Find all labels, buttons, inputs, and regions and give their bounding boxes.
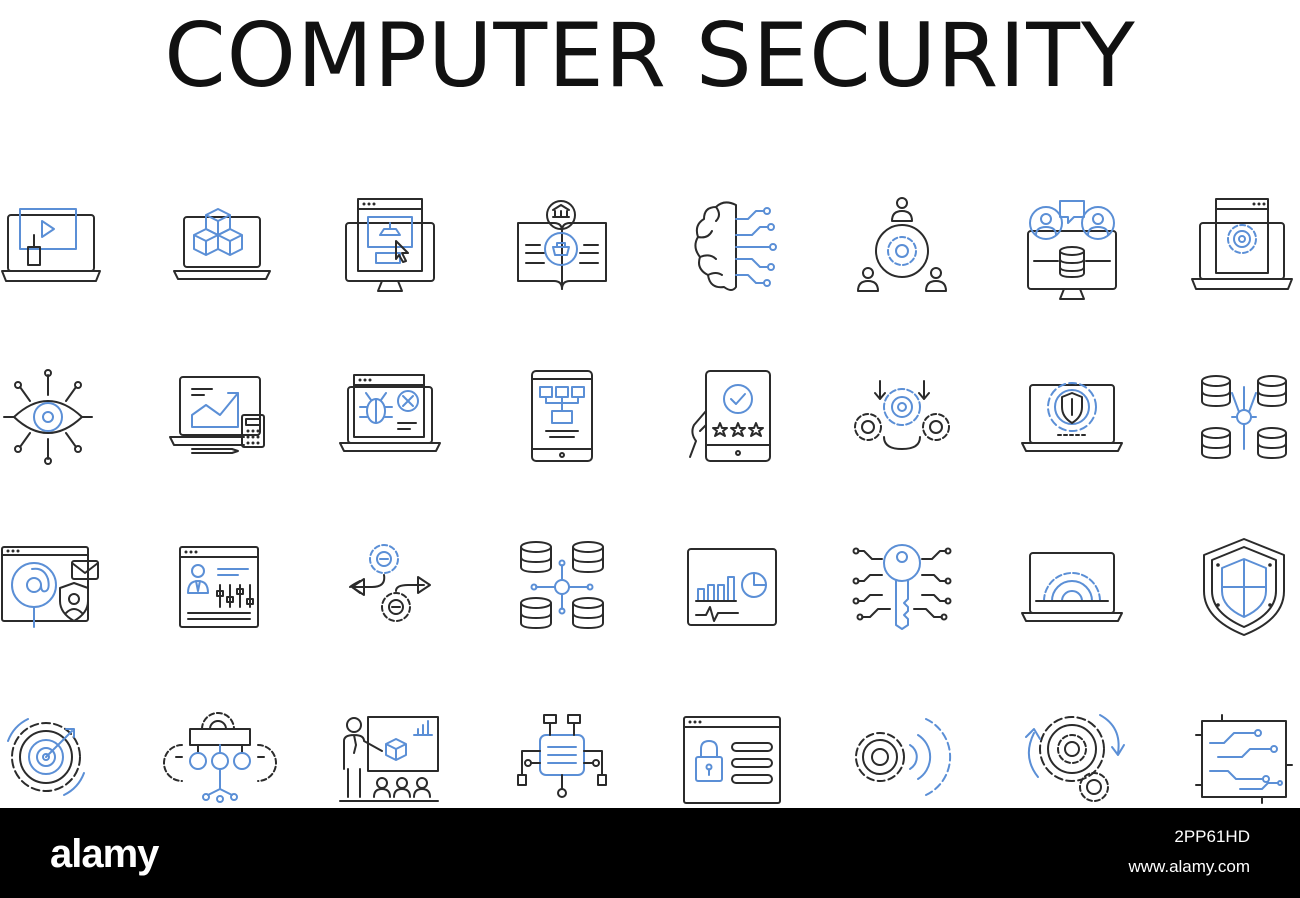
eye-network-icon — [0, 365, 104, 469]
circuit-board-icon — [1192, 705, 1296, 809]
image-id: 2PP61HD — [1174, 827, 1250, 846]
laptop-shield-gear-icon — [1020, 365, 1124, 469]
footer-bar: alamy 2PP61HD www.alamy.com — [0, 808, 1300, 898]
tablet-flowchart-icon — [510, 365, 614, 469]
laptop-gear-half-icon — [1020, 535, 1124, 639]
database-cluster-icon — [510, 535, 614, 639]
digital-library-book-icon — [510, 195, 614, 299]
icon-grid — [0, 180, 1300, 810]
gear-refresh-icon — [1020, 705, 1125, 809]
site-url: www.alamy.com — [1128, 857, 1250, 876]
browser-profile-settings-icon — [168, 535, 272, 639]
gears-hierarchy-icon — [163, 705, 277, 809]
presentation-audience-icon — [338, 705, 442, 809]
team-gear-icon — [850, 195, 954, 299]
analytics-laptop-calculator-icon — [168, 365, 272, 469]
key-circuit-icon — [850, 535, 954, 639]
security-shield-icon — [1192, 535, 1296, 639]
web-design-monitor-icon — [338, 195, 442, 299]
brand-logo: alamy — [50, 832, 159, 876]
gears-arrows-icon — [338, 535, 442, 639]
database-network-icon — [1192, 365, 1296, 469]
bug-laptop-icon — [338, 365, 442, 469]
target-gear-icon — [2, 705, 106, 809]
laptop-gear-icon — [1190, 195, 1294, 299]
video-conference-database-icon — [1020, 195, 1124, 300]
video-laptop-icon — [0, 195, 104, 299]
gears-process-icon — [850, 365, 954, 469]
gears-signal-icon — [850, 705, 954, 809]
ai-brain-circuit-icon — [682, 195, 786, 299]
laptop-cubes-icon — [170, 195, 274, 299]
email-security-icon — [0, 535, 104, 639]
tablet-rating-icon — [682, 365, 786, 469]
page-title: COMPUTER SECURITY — [164, 4, 1136, 107]
dashboard-chart-icon — [682, 535, 786, 639]
chip-network-icon — [510, 705, 614, 809]
browser-lock-icon — [682, 705, 786, 809]
image-id-info: 2PP61HD www.alamy.com — [1128, 822, 1250, 882]
